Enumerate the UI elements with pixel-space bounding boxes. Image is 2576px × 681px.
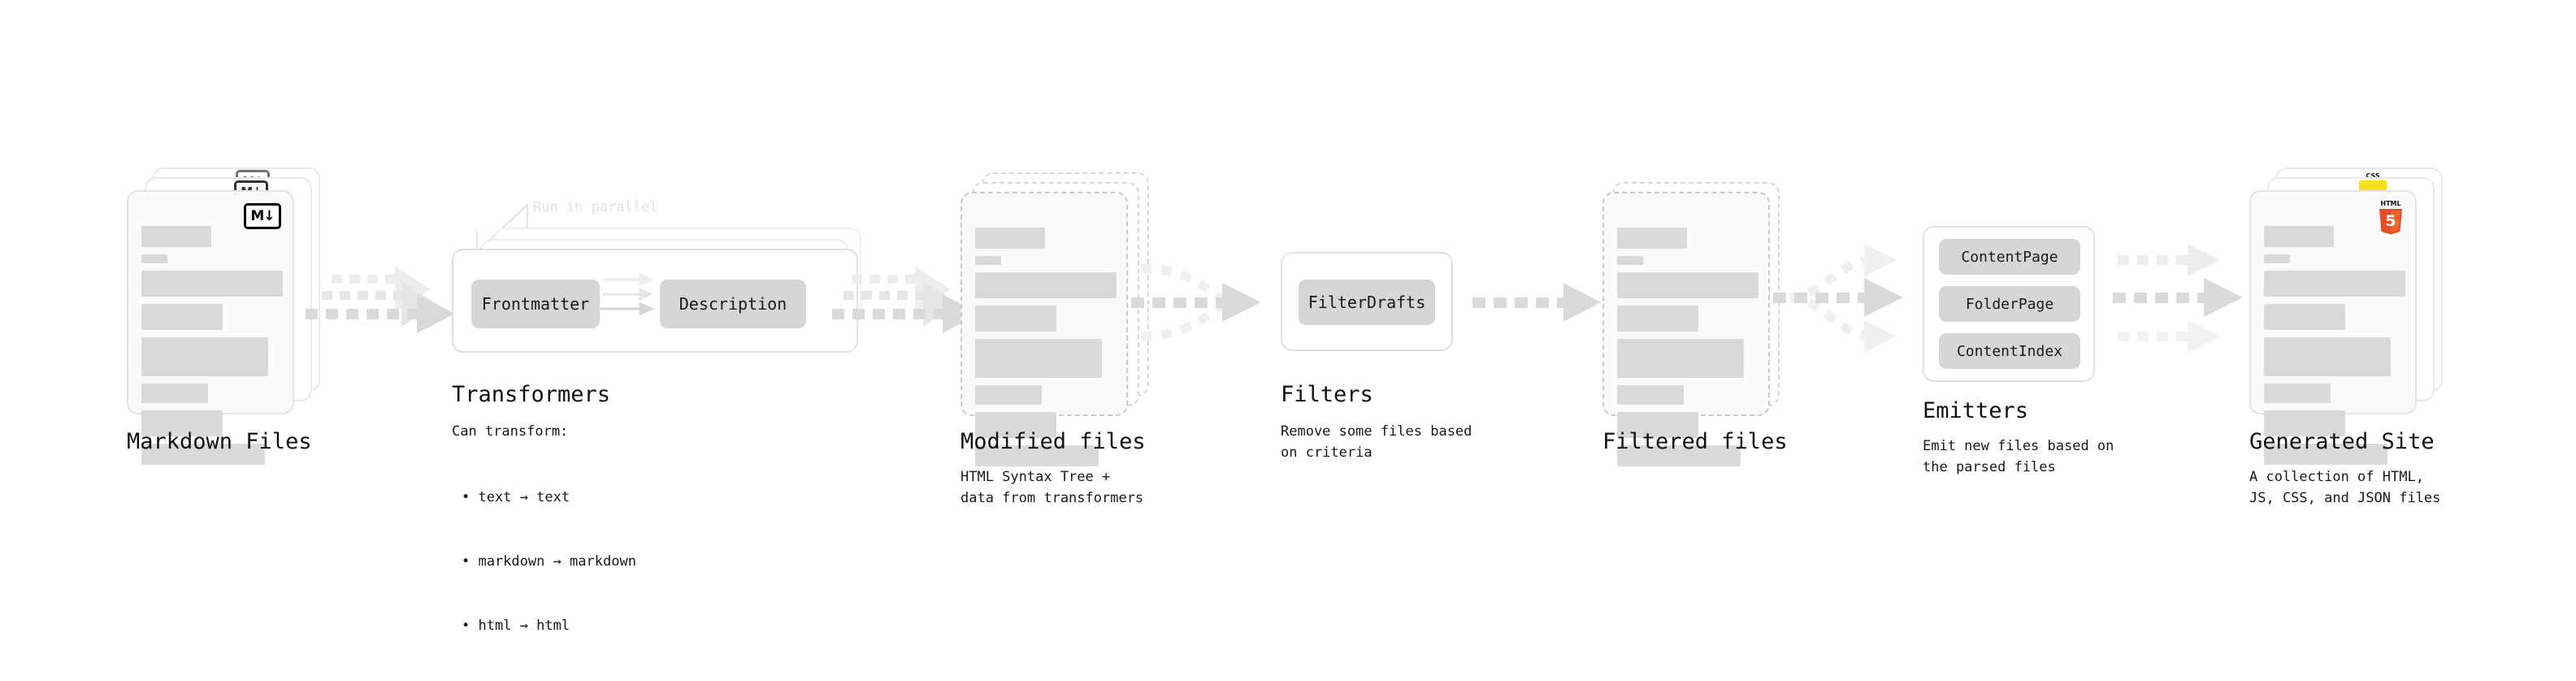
svg-text:5: 5 bbox=[2385, 212, 2396, 230]
arrow-emitters-to-site bbox=[2113, 244, 2243, 353]
stage-title-transformers: Transformers bbox=[452, 382, 611, 407]
filtered-file-card bbox=[1602, 192, 1770, 466]
stage-generated-site: CSS HTML 5 bbox=[0, 0, 2443, 506]
markdown-badge: M↓ bbox=[244, 203, 281, 229]
stage-title-filters: Filters bbox=[1281, 382, 1373, 407]
markdown-file-card: M↓ bbox=[127, 190, 294, 465]
transformer-pill-description[interactable]: Description bbox=[660, 280, 806, 328]
transformers-bullet-2: • html → html bbox=[462, 617, 570, 634]
emitter-pill-folderpage[interactable]: FolderPage bbox=[1939, 286, 2080, 322]
transformers-bullets: • text → text • markdown → markdown • ht… bbox=[462, 444, 636, 679]
filters-subtitle: Remove some files based on criteria bbox=[1281, 423, 1472, 462]
stage-title-markdown: Markdown Files bbox=[127, 429, 312, 454]
stage-title-site: Generated Site bbox=[2249, 429, 2435, 454]
emitter-pill-contentindex[interactable]: ContentIndex bbox=[1939, 333, 2080, 369]
modified-file-card bbox=[961, 192, 1128, 466]
transformers-subtitle: Can transform: bbox=[452, 423, 569, 440]
transformers-bullet-0: • text → text bbox=[462, 488, 570, 505]
html5-badge: HTML 5 bbox=[2376, 198, 2405, 235]
transformers-bullet-1: • markdown → markdown bbox=[462, 553, 636, 570]
run-in-parallel-brace bbox=[476, 202, 528, 253]
emitter-pill-contentpage[interactable]: ContentPage bbox=[1939, 239, 2080, 275]
emitters-subtitle: Emit new files based on the parsed files bbox=[1923, 438, 2114, 476]
arrow-filters-to-filtered bbox=[1472, 283, 1601, 322]
modified-subtitle: HTML Syntax Tree + data from transformer… bbox=[961, 469, 1144, 507]
card-content-bars bbox=[1617, 228, 1759, 466]
transformer-pill-frontmatter[interactable]: Frontmatter bbox=[471, 280, 600, 328]
stage-title-emitters: Emitters bbox=[1923, 398, 2029, 423]
svg-text:CSS: CSS bbox=[2366, 172, 2379, 180]
card-content-bars bbox=[141, 226, 283, 465]
card-content-bars bbox=[975, 228, 1117, 466]
svg-text:HTML: HTML bbox=[2380, 200, 2400, 207]
run-in-parallel-label: Run in parallel bbox=[533, 199, 658, 215]
arrow-markdown-to-transformers bbox=[306, 267, 455, 333]
filter-pill-filterdrafts[interactable]: FilterDrafts bbox=[1299, 280, 1435, 325]
arrow-filtered-to-emitters bbox=[1773, 244, 1903, 353]
stage-title-modified: Modified files bbox=[961, 429, 1146, 454]
stage-title-filtered: Filtered files bbox=[1602, 429, 1788, 454]
generated-site-card: HTML 5 bbox=[2249, 190, 2417, 465]
transformer-inner-arrows bbox=[600, 272, 655, 316]
card-content-bars bbox=[2264, 226, 2405, 465]
arrow-modified-to-filters bbox=[1131, 263, 1261, 341]
site-subtitle: A collection of HTML, JS, CSS, and JSON … bbox=[2249, 469, 2441, 507]
